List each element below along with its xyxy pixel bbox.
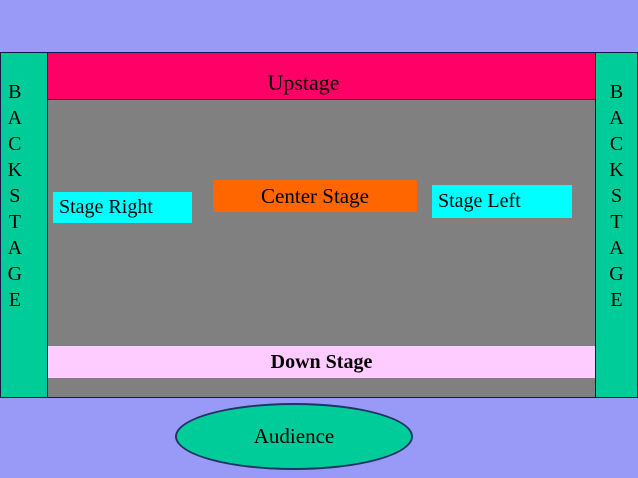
stage-right-label: Stage Right [59,196,153,218]
center-stage-box: Center Stage [213,180,417,212]
stage-left-box: Stage Left [432,185,572,218]
stage-floor [47,52,596,398]
upstage-label: Upstage [267,70,340,95]
audience-label: Audience [253,424,335,448]
center-stage-label: Center Stage [261,183,369,208]
audience-ellipse: Audience [175,403,413,470]
stage-left-label: Stage Left [438,190,521,212]
downstage-label: Down Stage [270,350,373,373]
downstage-bar: Down Stage [48,346,595,378]
upstage-bar: Upstage [48,53,595,100]
stage-right-box: Stage Right [53,192,192,223]
